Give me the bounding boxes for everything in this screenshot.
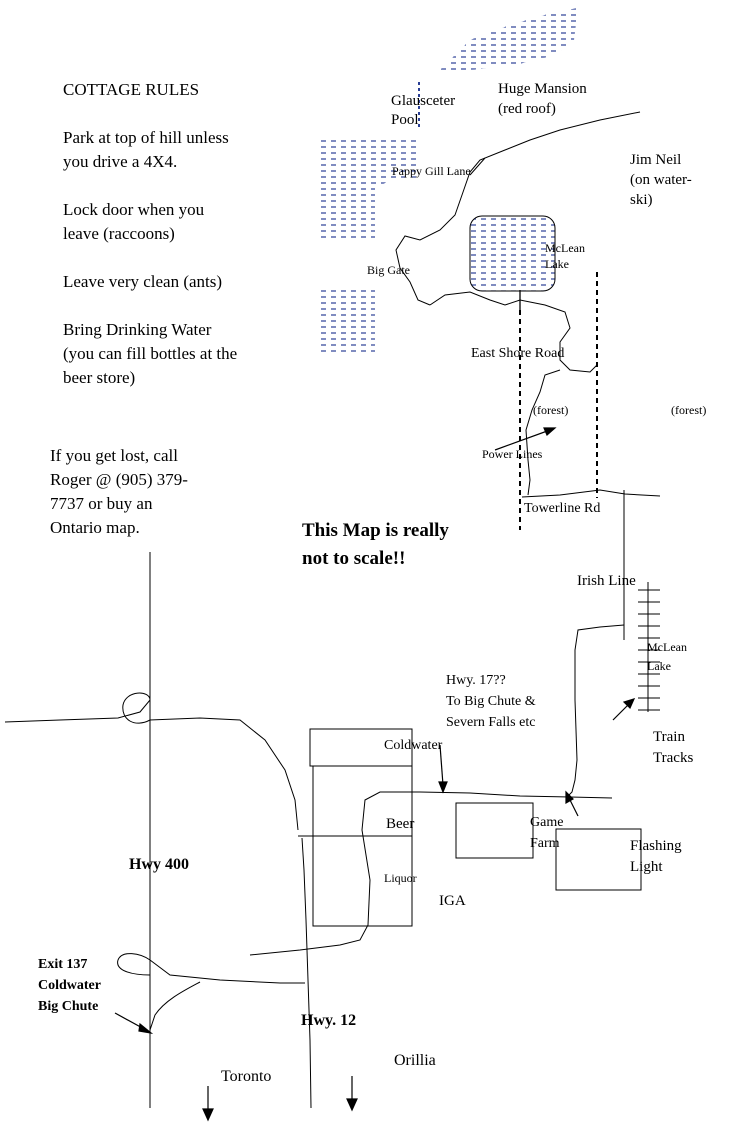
label-jim-neil: Jim Neil(on water-ski) xyxy=(630,152,692,208)
label-hwy-12: Hwy. 12 xyxy=(301,1012,357,1029)
west-road xyxy=(4,698,299,831)
rule-item: Leave very clean (ants) xyxy=(63,272,223,291)
road-to-mansion xyxy=(395,111,641,306)
label-big-gate: Big Gate xyxy=(367,263,410,277)
label-forest: (forest) xyxy=(533,403,569,417)
exit-137-ramp xyxy=(149,981,201,1031)
label-toronto: Toronto xyxy=(221,1068,272,1085)
label-towerline-rd: Towerline Rd xyxy=(524,501,601,516)
west-road-loop xyxy=(122,692,151,724)
label-irish-line: Irish Line xyxy=(577,573,636,589)
label-iga: IGA xyxy=(439,893,466,909)
rule-item: Bring Drinking Water(you can fill bottle… xyxy=(63,320,238,387)
label-huge-mansion: Huge Mansion(red roof) xyxy=(498,81,587,117)
top-lake-water xyxy=(440,8,578,70)
cottage-rules: COTTAGE RULES Park at top of hill unless… xyxy=(63,78,237,414)
flashing-light-building xyxy=(555,828,642,891)
label-coldwater: Coldwater xyxy=(384,738,443,753)
irish-line-connector xyxy=(565,624,625,799)
coldwater-building xyxy=(309,728,413,767)
game-farm-building xyxy=(455,802,534,859)
mclean-lake-top-water xyxy=(469,215,556,292)
arrows xyxy=(114,427,636,1122)
driveway-to-towerline xyxy=(525,369,561,496)
east-shore-road xyxy=(429,291,598,373)
label-orillia: Orillia xyxy=(394,1052,436,1069)
label-liquor: Liquor xyxy=(384,871,417,885)
rules-title: COTTAGE RULES xyxy=(63,80,200,99)
exit-137-road xyxy=(117,953,305,984)
label-pappy-gill-lane: Pappy Gill Lane xyxy=(392,164,471,178)
label-power-lines: Power Lines xyxy=(482,447,543,461)
beer-liquor-building xyxy=(312,765,413,927)
towerline-road xyxy=(521,489,661,498)
pappy-gill-road xyxy=(469,157,486,176)
label-forest: (forest) xyxy=(671,403,707,417)
label-hwy-400: Hwy 400 xyxy=(129,856,189,873)
coldwater-main-road xyxy=(249,791,613,956)
left-lake-gap xyxy=(318,240,376,288)
hwy-12-line xyxy=(301,837,312,1109)
label-hwy-17: Hwy. 17??To Big Chute &Severn Falls etc xyxy=(446,673,536,730)
label-east-shore-road: East Shore Road xyxy=(471,346,565,361)
train-track-ties xyxy=(638,589,660,711)
label-beer: Beer xyxy=(386,816,415,832)
